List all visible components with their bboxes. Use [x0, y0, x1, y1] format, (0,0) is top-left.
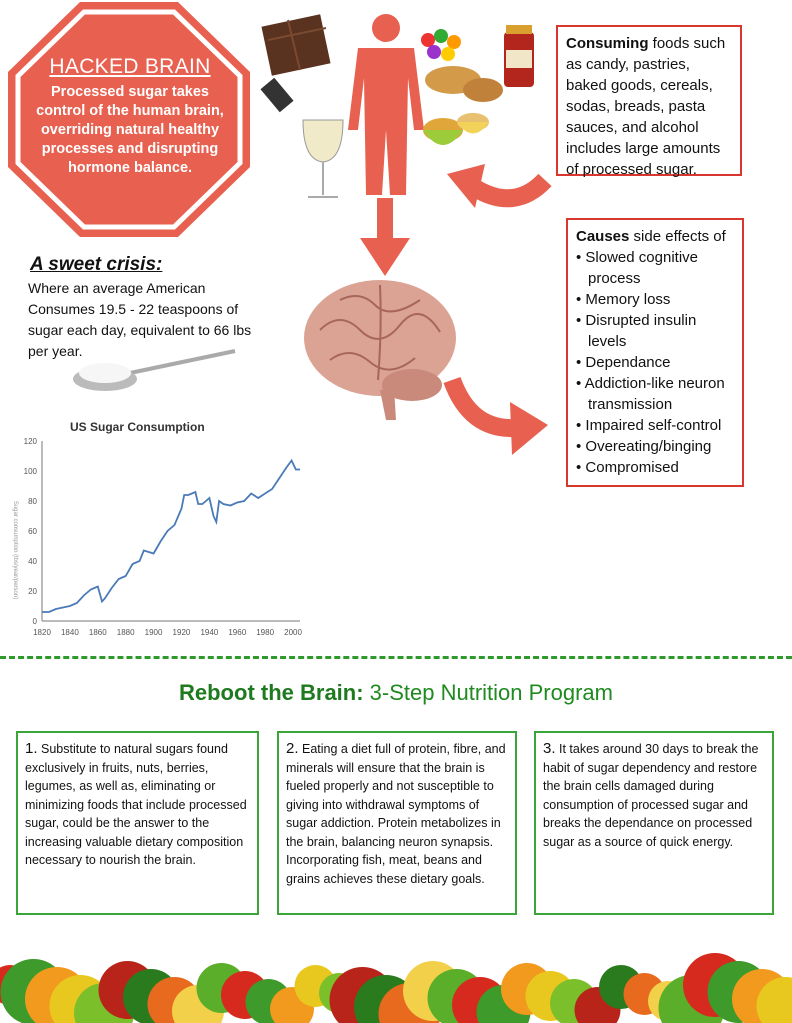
cereal-bowls-icon — [423, 113, 489, 145]
y-axis-label: Sugar consumption (lbs/year/person) — [12, 501, 18, 599]
stop-sign-octagon — [8, 2, 250, 237]
y-tick-label: 40 — [28, 557, 37, 566]
x-tick-label: 1940 — [200, 628, 218, 637]
down-arrow-icon — [360, 198, 410, 276]
list-item: Disrupted insulin levels — [576, 310, 734, 352]
curved-arrow-right-icon — [443, 376, 548, 455]
candy-icon — [421, 29, 461, 61]
section-divider — [0, 656, 792, 659]
x-tick-label: 1960 — [228, 628, 246, 637]
list-item: Addiction-like neuron transmission — [576, 373, 734, 415]
y-tick-label: 20 — [28, 587, 37, 596]
series-line — [42, 458, 300, 613]
program-title: Reboot the Brain: 3-Step Nutrition Progr… — [0, 680, 792, 706]
x-tick-label: 1860 — [89, 628, 107, 637]
y-tick-label: 60 — [28, 527, 37, 536]
step-text: It takes around 30 days to break the hab… — [543, 742, 759, 849]
stop-sign-body: Processed sugar takes control of the hum… — [36, 84, 224, 176]
sweet-crisis-title: A sweet crisis: — [30, 254, 163, 275]
consuming-bold: Consuming — [566, 35, 649, 52]
step-2-box: 2. Eating a diet full of protein, fibre,… — [277, 731, 517, 915]
y-tick-label: 80 — [28, 497, 37, 506]
x-tick-label: 1840 — [61, 628, 79, 637]
sugar-consumption-chart: US Sugar Consumption Sugar consumption (… — [12, 420, 302, 637]
produce-item — [756, 977, 792, 1023]
chart-title: US Sugar Consumption — [70, 420, 205, 434]
list-item: Memory loss — [576, 289, 734, 310]
x-tick-label: 1880 — [117, 628, 135, 637]
list-item: Impaired self-control — [576, 415, 734, 436]
step-text: Eating a diet full of protein, fibre, an… — [286, 742, 506, 886]
x-tick-label: 1820 — [33, 628, 51, 637]
step-number: 1. — [25, 740, 38, 757]
person-silhouette-icon — [348, 14, 424, 195]
x-tick-label: 1980 — [256, 628, 274, 637]
list-item: Dependance — [576, 352, 734, 373]
curved-arrow-left-icon — [447, 164, 552, 208]
step-number: 3. — [543, 740, 556, 757]
sweet-crisis-body: Where an average American Consumes 19.5 … — [28, 280, 252, 359]
program-title-bold: Reboot the Brain: — [179, 680, 364, 705]
list-item: Slowed cognitive process — [576, 247, 734, 289]
consuming-text: foods such as candy, pastries, baked goo… — [566, 35, 726, 178]
food-illustrations — [260, 14, 534, 198]
x-tick-label: 1920 — [173, 628, 191, 637]
side-effects-list: Slowed cognitive process Memory loss Dis… — [576, 247, 734, 478]
y-tick-label: 0 — [33, 617, 38, 626]
list-item: Overeating/binging — [576, 436, 734, 457]
list-item: Compromised — [576, 457, 734, 478]
program-title-rest: 3-Step Nutrition Program — [363, 680, 613, 705]
stop-sign-title: HACKED BRAIN — [49, 55, 211, 78]
causes-box: Causes side effects of Slowed cognitive … — [566, 218, 744, 487]
brain-icon — [304, 280, 456, 420]
y-tick-label: 120 — [24, 437, 38, 446]
step-text: Substitute to natural sugars found exclu… — [25, 742, 247, 867]
pastries-icon — [425, 66, 503, 102]
sugar-spoon-icon — [73, 349, 236, 391]
chocolate-icon — [261, 14, 331, 76]
wine-glass-icon — [260, 77, 344, 198]
x-tick-label: 2000 — [284, 628, 302, 637]
causes-text: side effects of — [629, 228, 726, 245]
x-tick-label: 1900 — [145, 628, 163, 637]
step-number: 2. — [286, 740, 299, 757]
fruits-vegetables-banner — [0, 953, 792, 1023]
stop-sign-text: HACKED BRAIN Processed sugar takes contr… — [30, 55, 230, 178]
step-1-box: 1. Substitute to natural sugars found ex… — [16, 731, 259, 915]
y-tick-label: 100 — [24, 467, 38, 476]
sauce-jar-icon — [504, 25, 534, 87]
consuming-box: Consuming foods such as candy, pastries,… — [556, 25, 742, 178]
step-3-box: 3. It takes around 30 days to break the … — [534, 731, 774, 915]
causes-bold: Causes — [576, 228, 630, 245]
